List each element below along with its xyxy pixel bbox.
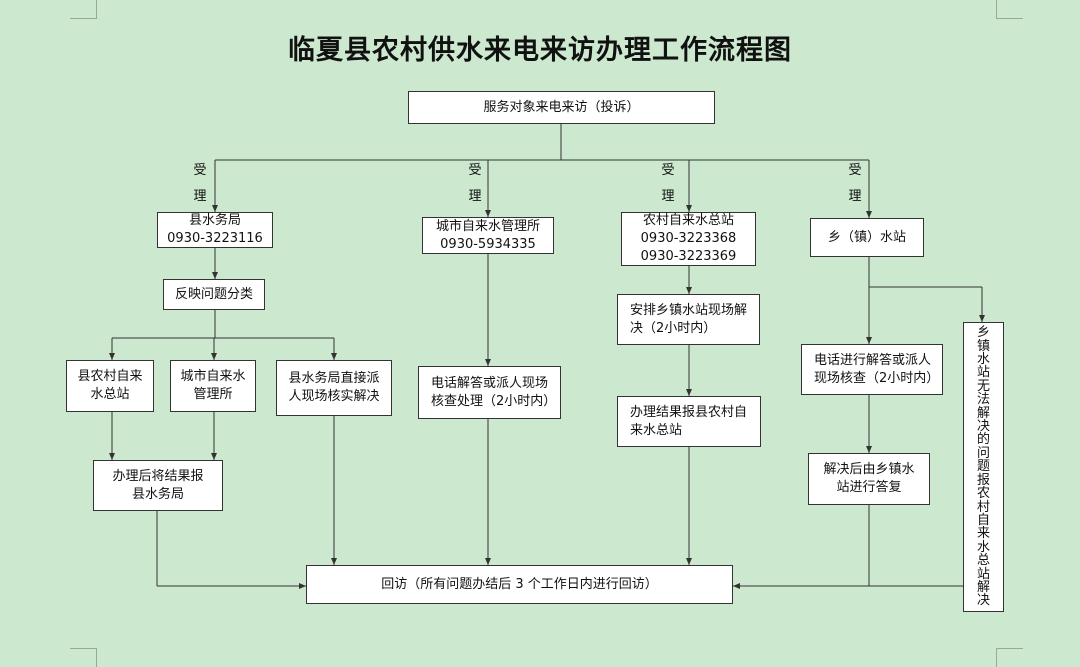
town-reply-box: 解决后由乡镇水 站进行答复	[808, 453, 930, 505]
town-unresolved-box: 乡镇水站无法解决的问题报农村自来水总站解决	[963, 322, 1004, 612]
town-station-box: 乡（镇）水站	[810, 218, 924, 257]
accept-label-3: 受理	[661, 163, 675, 204]
city-phone-box: 电话解答或派人现场 核查处理（2小时内）	[418, 366, 561, 419]
county-direct-box: 县水务局直接派 人现场核实解决	[276, 360, 392, 416]
county-rural-box: 县农村自来 水总站	[66, 360, 154, 412]
report-bureau-box: 办理后将结果报 县水务局	[93, 460, 223, 511]
accept-label-2: 受理	[468, 163, 482, 204]
page-title: 临夏县农村供水来电来访办理工作流程图	[288, 35, 792, 66]
town-unresolved-text: 乡镇水站无法解决的问题报农村自来水总站解决	[976, 325, 990, 609]
accept-label-1: 受理	[193, 163, 207, 204]
city-water-mgmt-box: 城市自来水 管理所	[170, 360, 256, 412]
town-phone-box: 电话进行解答或派人 现场核查（2小时内）	[801, 344, 943, 395]
corner-mark-top-left	[70, 0, 97, 19]
arrange-town-box: 安排乡镇水站现场解 决（2小时内）	[617, 294, 760, 345]
classify-box: 反映问题分类	[163, 279, 265, 310]
accept-label-4: 受理	[848, 163, 862, 204]
county-bureau-box: 县水务局 0930-3223116	[157, 212, 273, 248]
start-node-text: 服务对象来电来访（投诉）	[483, 99, 640, 115]
report-rural-box: 办理结果报县农村自 来水总站	[617, 396, 761, 447]
corner-mark-bottom-right	[996, 648, 1023, 667]
revisit-box: 回访（所有问题办结后 3 个工作日内进行回访）	[306, 565, 733, 604]
corner-mark-top-right	[996, 0, 1023, 19]
rural-station-box: 农村自来水总站 0930-3223368 0930-3223369	[621, 212, 756, 266]
city-water-box: 城市自来水管理所 0930-5934335	[422, 217, 554, 254]
corner-mark-bottom-left	[70, 648, 97, 667]
start-node-box: 服务对象来电来访（投诉）	[408, 91, 715, 124]
